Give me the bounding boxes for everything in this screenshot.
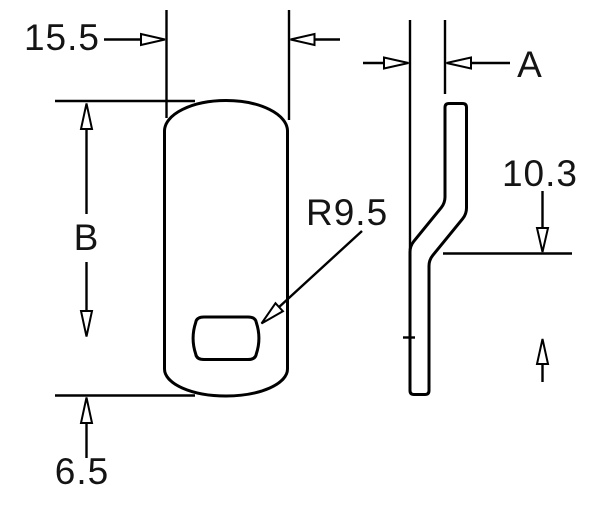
arrowhead-right-icon bbox=[383, 56, 409, 70]
bend-height-label: 10.3 bbox=[502, 153, 578, 194]
end-offset-label: 6.5 bbox=[55, 451, 109, 492]
dimension-cam-length: B bbox=[55, 99, 195, 397]
profile-outline bbox=[408, 102, 468, 396]
arrowhead-down-icon bbox=[79, 310, 94, 337]
front-view bbox=[163, 99, 289, 398]
arrowhead-right-icon bbox=[140, 32, 166, 47]
cam-offset-label: A bbox=[517, 44, 543, 85]
cam-slot-outline bbox=[191, 315, 261, 361]
dimension-slot-radius: R9.5 bbox=[260, 192, 388, 325]
dimension-bend-height: 10.3 bbox=[403, 153, 578, 382]
dimension-cam-offset: A bbox=[363, 20, 543, 250]
dimension-cam-width: 15.5 bbox=[24, 10, 340, 120]
cam-outline bbox=[163, 99, 289, 398]
arrowhead-leader-icon bbox=[260, 301, 285, 325]
cam-width-label: 15.5 bbox=[24, 17, 100, 58]
leader-line bbox=[277, 230, 363, 309]
slot-radius-label: R9.5 bbox=[306, 192, 388, 233]
dimension-end-offset: 6.5 bbox=[55, 397, 109, 492]
cam-length-label: B bbox=[74, 217, 100, 258]
side-view bbox=[408, 102, 468, 396]
arrowhead-down-icon bbox=[535, 227, 550, 253]
